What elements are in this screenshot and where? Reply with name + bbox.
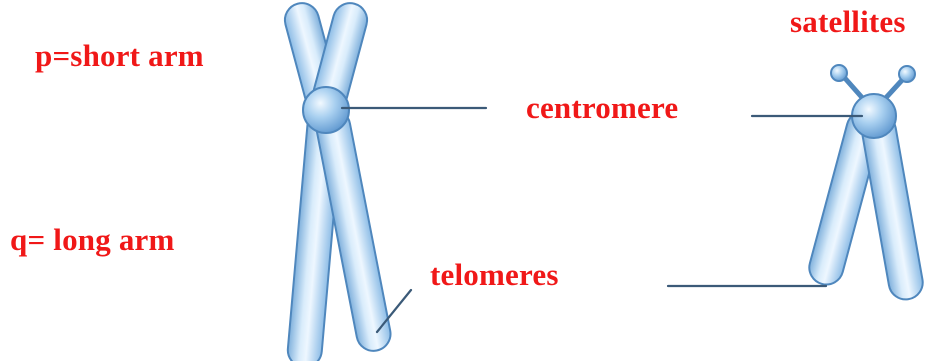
left-centromere	[303, 87, 349, 133]
left-chromosome	[281, 0, 393, 361]
short-arm-label: p=short arm	[35, 40, 204, 71]
satellite-left	[831, 65, 847, 81]
pointer-lines	[342, 108, 862, 332]
right-chromosome	[806, 65, 926, 302]
long-arm-label: q= long arm	[10, 224, 175, 255]
centromere-label: centromere	[526, 92, 678, 123]
satellites-label: satellites	[790, 6, 906, 37]
satellite-right	[899, 66, 915, 82]
telomeres-label: telomeres	[430, 259, 559, 290]
right-arm-b	[859, 111, 925, 302]
